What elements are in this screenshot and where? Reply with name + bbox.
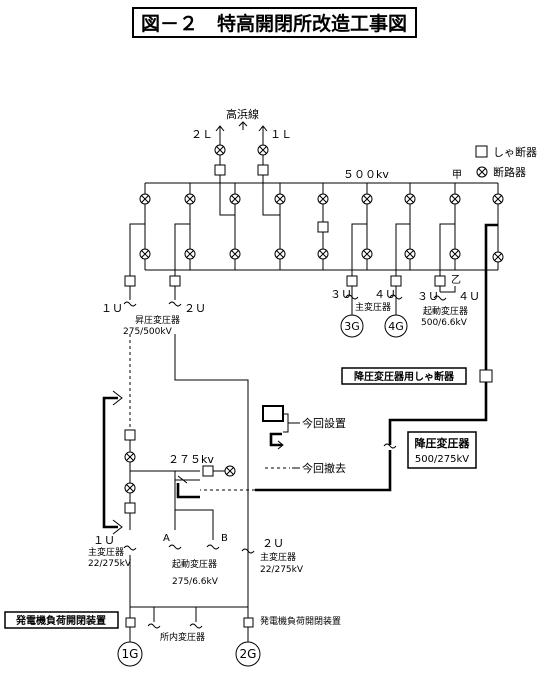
legend-disconnector-icon (476, 166, 488, 178)
legend-breaker-label: しゃ断器 (493, 145, 537, 159)
step-up-tr-label: 昇圧変圧器 (135, 314, 180, 326)
line-2l-disconnector-icon (214, 144, 226, 156)
line-1l-breaker-icon (257, 164, 269, 176)
takahama-line-label: 高浜線 (226, 107, 259, 121)
legend-installed-icon (262, 405, 284, 422)
gen1-switch-icon (125, 617, 136, 628)
legend-disconnector-label: 断路器 (493, 165, 526, 179)
bus-500-label: ５００kv (343, 168, 389, 181)
line-1l-label: １Ｌ (270, 128, 292, 141)
reducing-cb-breaker-icon (479, 369, 493, 383)
u4-breaker-icon (390, 275, 402, 287)
gen-switch-left-label: 発電機負荷開閉装置 (15, 614, 106, 627)
transmission-lines: 高浜線 ２Ｌ １Ｌ (191, 107, 292, 176)
gen-switch-left-box (4, 611, 119, 629)
u2-bottom-label: ２Ｕ (262, 537, 284, 550)
reducing-tr-ratio-label: 500/275kV (415, 454, 469, 465)
main-tr-2-label: 主変圧器 (260, 551, 296, 563)
reducing-cb-label-box (341, 367, 467, 385)
start-tr-ratio-label: 275/6.6kV (172, 577, 219, 587)
bus-500kv: ５００kv 甲 乙 (139, 168, 504, 286)
u4b-label: ４Ｕ (458, 290, 480, 303)
u3b-label: ３Ｕ (417, 290, 439, 303)
step-up-ratio-label: 275/500kV (123, 327, 173, 337)
title-box: 図－２ 特高開閉所改造工事図 (132, 7, 417, 38)
start-tr-top-ratio-label: 500/6.6kV (421, 318, 468, 328)
main-tr-2-ratio-label: 22/275kV (260, 565, 304, 575)
u1-top-label: １Ｕ (101, 302, 123, 315)
u4-label: ４Ｕ (374, 288, 396, 301)
page-title: 図－２ 特高開閉所改造工事図 (141, 12, 407, 35)
bus-275kv-section: ２７５kv A B 起動変圧器 275/6.6kV １Ｕ 主変圧器 22/275… (88, 334, 304, 620)
reducing-tr-label-box (407, 431, 477, 469)
reducing-tr-label: 降圧変圧器 (415, 436, 471, 450)
gen2-switch-icon (243, 617, 254, 628)
line-2l-breaker-icon (214, 164, 226, 176)
legend-breaker-icon (475, 145, 488, 158)
station-tr-label: 所内変圧器 (160, 631, 205, 643)
a-label: A (163, 533, 170, 544)
bus-275-breaker-icon (202, 465, 214, 477)
u1-bottom-label: １Ｕ (93, 534, 115, 547)
reducing-cb-label: 降圧変圧器用しゃ断器 (354, 370, 455, 383)
ko-label: 甲 (452, 170, 462, 181)
b-label: B (221, 533, 228, 544)
main-tr-mid-label: 主変圧器 (355, 301, 391, 313)
bus-tie-breaker-icon (317, 221, 329, 233)
g4-label: 4G (388, 320, 404, 333)
u1-lower-breaker-icon (124, 502, 136, 514)
feeders-500: １Ｕ ２Ｕ 昇圧変圧器 275/500kV ３Ｕ ４Ｕ 主変圧器 3G 4G ３… (101, 223, 480, 338)
g1-label: 1G (122, 647, 139, 661)
u3-breaker-icon (346, 275, 358, 287)
g3-label: 3G (344, 320, 360, 333)
u2-breaker-icon (169, 275, 181, 287)
legend-removed-label: 今回撤去 (302, 461, 346, 475)
start-tr-top-label: 起動変圧器 (423, 305, 468, 317)
u1-breaker-icon (124, 275, 136, 287)
start-tr-label: 起動変圧器 (172, 558, 217, 570)
legend-installed-label: 今回設置 (302, 416, 346, 430)
g2-label: 2G (240, 647, 257, 661)
u3-label: ３Ｕ (330, 288, 352, 301)
legend: しゃ断器 断路器 (475, 145, 537, 179)
line-2l-label: ２Ｌ (191, 128, 213, 141)
legend-changes: 今回設置 今回撤去 (262, 405, 346, 475)
gen-switch-right-label: 発電機負荷開閉装置 (260, 615, 341, 627)
main-tr-1-label: 主変圧器 (88, 546, 124, 558)
u1-275-breaker-icon (124, 429, 136, 441)
bus-275-label: ２７５kv (168, 453, 214, 466)
line-1l-disconnector-icon (257, 144, 269, 156)
bus-disconnectors (139, 193, 461, 260)
main-tr-1-ratio-label: 22/275kV (88, 559, 132, 569)
start-tr-breaker-icon (434, 275, 446, 287)
generators-bottom: 所内変圧器 発電機負荷開閉装置 発電機負荷開閉装置 1G 2G (4, 555, 341, 667)
reducing-transformer-path: 降圧変圧器用しゃ断器 降圧変圧器 500/275kV (200, 223, 498, 492)
otsu-label: 乙 (451, 274, 461, 286)
u2-top-label: ２Ｕ (184, 302, 206, 315)
